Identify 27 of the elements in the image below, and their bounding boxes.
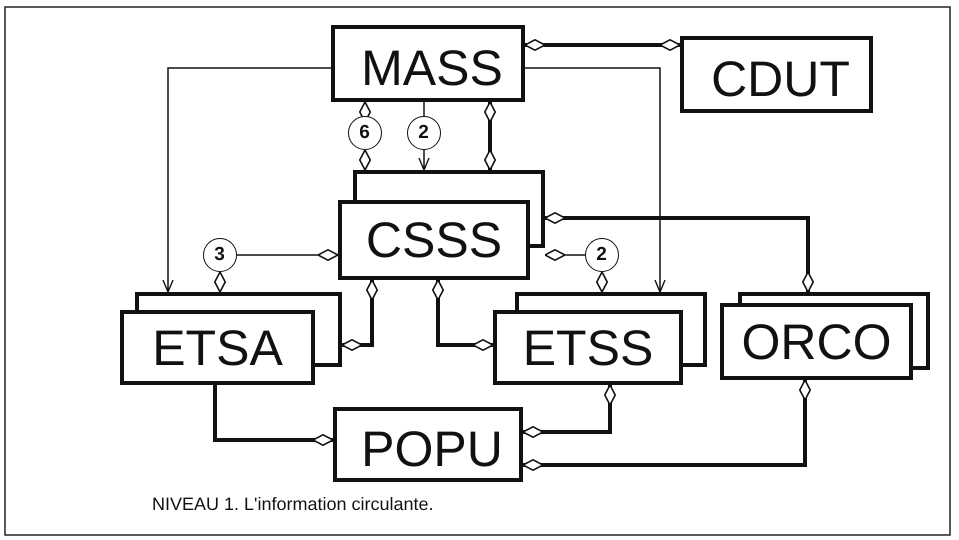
connector-arrow	[162, 67, 331, 293]
number-circle	[585, 238, 619, 272]
connector-arrow	[525, 67, 666, 293]
number-circle	[348, 116, 382, 150]
callout-number: 3	[213, 242, 226, 266]
callout-number: 6	[358, 120, 371, 144]
entity-label: MASS	[360, 38, 504, 98]
stacked-box	[338, 170, 545, 280]
entity-box	[333, 407, 523, 482]
entity-label: CSSS	[364, 211, 504, 270]
stacked-box	[120, 292, 342, 385]
entity-box	[680, 36, 873, 113]
callout-number: 2	[417, 120, 430, 144]
entity-label: ETSS	[522, 318, 654, 378]
callout-number: 2	[595, 242, 608, 266]
number-circle	[407, 116, 441, 150]
entity-label: ORCO	[740, 312, 892, 372]
entity-label: CDUT	[710, 50, 851, 108]
entity-label: POPU	[360, 420, 504, 478]
entity-box	[331, 25, 525, 102]
number-circle	[203, 238, 237, 272]
stacked-box	[720, 292, 930, 380]
connector-arrow	[418, 150, 430, 171]
stacked-box	[493, 292, 707, 385]
figure-caption: NIVEAU 1. L'information circulante.	[152, 494, 434, 515]
connector-line	[423, 102, 425, 116]
entity-label: ETSA	[151, 318, 284, 378]
